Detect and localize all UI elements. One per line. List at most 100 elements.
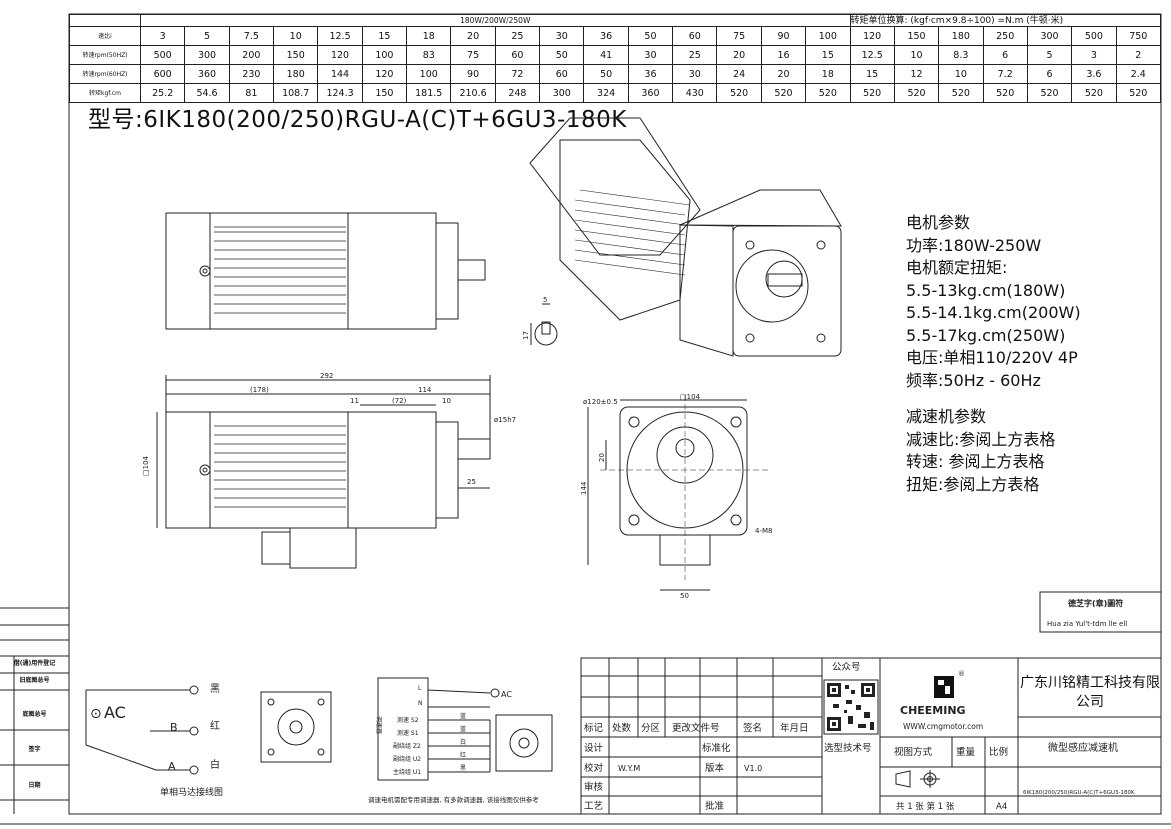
left-strip (0, 607, 69, 814)
parameter-panel: 电机参数 功率:180W-250W 电机额定扭矩: 5.5-13kg.cm(18… (906, 212, 1081, 496)
table-cell: 300 (539, 83, 585, 103)
dim-72: (72) (392, 397, 407, 405)
terminal-a: A (168, 760, 176, 773)
table-cell: 124.3 (317, 83, 363, 103)
side-view-top (165, 212, 486, 330)
table-cell: 81 (228, 83, 275, 103)
terminal-b: B (170, 721, 178, 734)
tb-version: 版本 (705, 762, 725, 774)
mid-ac-label: AC (501, 690, 512, 699)
brand-name: CHEEMING (900, 704, 966, 717)
row-label: 转矩kgf.cm (69, 83, 141, 103)
torque-heading: 电机额定扭矩: (906, 258, 1008, 277)
tb-count: 处数 (612, 722, 632, 734)
terminal-n: N (418, 700, 423, 707)
dim-pcd: ø120±0.5 (583, 398, 618, 406)
stamp-line-1: 德芝字(章)圖符 (1068, 598, 1123, 608)
left-strip-r4: 签字 (28, 746, 41, 753)
left-strip-r5: 日期 (28, 782, 41, 789)
terminal-s1: 测速 S1 (397, 729, 419, 737)
wiring-diagram-left (85, 685, 332, 775)
wiring-left-caption: 单相马达接线图 (160, 786, 223, 798)
table-cell: 520 (805, 83, 851, 103)
torque-text: 扭矩:参阅上方表格 (906, 474, 1040, 494)
tb-select-tech: 选型技术号 (824, 742, 872, 754)
motor-params-heading: 电机参数 (906, 213, 971, 232)
front-view (587, 399, 748, 591)
spec-table-header-row: 180W/200W/250W 转矩单位换算: (kgf·cm×9.8÷100) … (69, 14, 1161, 27)
tb-wechat: 公众号 (832, 662, 861, 673)
terminal-u2: 副绕组 U2 (393, 755, 421, 763)
table-cell: 520 (982, 83, 1028, 103)
voltage-text: 电压:单相110/220V 4P (906, 348, 1078, 367)
table-cell: 520 (1026, 83, 1073, 103)
wire-mid-blue-2: 蓝 (460, 725, 466, 733)
tb-review: 审核 (584, 781, 604, 793)
dim-104: □104 (142, 455, 150, 476)
ac-label: AC (104, 703, 126, 722)
table-cell: 324 (583, 83, 629, 103)
wire-mid-white: 白 (460, 738, 466, 746)
torque-180: 5.5-13kg.cm(180W) (906, 280, 1066, 300)
wire-mid-black: 黑 (460, 765, 466, 772)
dim-178: (178) (250, 386, 269, 394)
dim-20: 20 (598, 453, 606, 462)
drawing-frame (68, 13, 1162, 815)
tb-product: 微型感应减速机 (1048, 741, 1118, 754)
title-block-grid (580, 591, 1162, 815)
tb-standard: 标准化 (702, 742, 731, 754)
tb-model-small: 6IK180(200/250)RGU-A(C)T+6GU3-180K (1023, 790, 1135, 796)
dim-25: 25 (467, 478, 476, 486)
terminal-s2: 测速 S2 (397, 716, 419, 724)
tb-size: A4 (996, 802, 1007, 812)
dim-11: 11 (350, 397, 359, 405)
speed-text: 转速: 参阅上方表格 (906, 452, 1045, 471)
qr-code (823, 679, 879, 735)
speed-controller-label: 调速器 (375, 716, 383, 734)
table-cell: 248 (494, 83, 541, 103)
table-cell: 520 (893, 83, 940, 103)
tb-approve: 批准 (705, 800, 725, 812)
tb-doc: 更改文件号 (672, 722, 720, 734)
key-detail (530, 303, 558, 346)
tb-version-val: V1.0 (744, 764, 762, 773)
ac-symbol: ⊙ (90, 706, 102, 722)
tb-date: 年月日 (780, 722, 809, 734)
wire-white: 白 (210, 758, 220, 771)
side-view-bottom (156, 375, 491, 569)
power-text: 功率:180W-250W (906, 235, 1042, 255)
isometric-view (529, 117, 842, 357)
wiring-diagram-middle (377, 677, 553, 781)
brand-website: WWW.cmgmotor.com (903, 722, 983, 731)
dim-10: 10 (442, 397, 451, 405)
dim-key5: 5 (543, 296, 547, 304)
dim-292: 292 (320, 372, 333, 380)
table-cell: 520 (760, 83, 807, 103)
table-cell: 360 (627, 83, 674, 103)
spec-table: 180W/200W/250W 转矩单位换算: (kgf·cm×9.8÷100) … (69, 14, 1162, 103)
torque-200: 5.5-14.1kg.cm(200W) (906, 303, 1081, 322)
ratio-text: 减速比:参阅上方表格 (906, 429, 1056, 449)
left-strip-r3: 底图总号 (22, 711, 47, 718)
table-cell: 108.7 (273, 83, 319, 103)
terminal-u1: 主绕组 U1 (393, 768, 421, 776)
dim-key17: 17 (522, 331, 530, 340)
dim-144: 144 (580, 481, 588, 495)
reducer-params-heading: 减速机参数 (906, 407, 987, 426)
dim-104b: □104 (680, 393, 701, 401)
tb-sheets: 共 1 张 第 1 张 (896, 801, 955, 812)
frequency-text: 频率:50Hz - 60Hz (906, 370, 1041, 390)
tb-checker: W.Y.M (618, 764, 640, 773)
wire-black: 黑 (210, 683, 220, 695)
tb-mark: 标记 (584, 722, 604, 734)
table-cell: 520 (1115, 83, 1162, 103)
tb-check: 校对 (584, 762, 604, 774)
model-title: 型号:6IK180(200/250)RGU-A(C)T+6GU3-180K (88, 107, 627, 133)
dim-holes: 4-M8 (755, 527, 772, 535)
dim-shaft: ø15h7 (494, 416, 516, 424)
dim-50: 50 (680, 592, 689, 600)
terminal-z2: 副绕组 Z2 (393, 742, 421, 750)
